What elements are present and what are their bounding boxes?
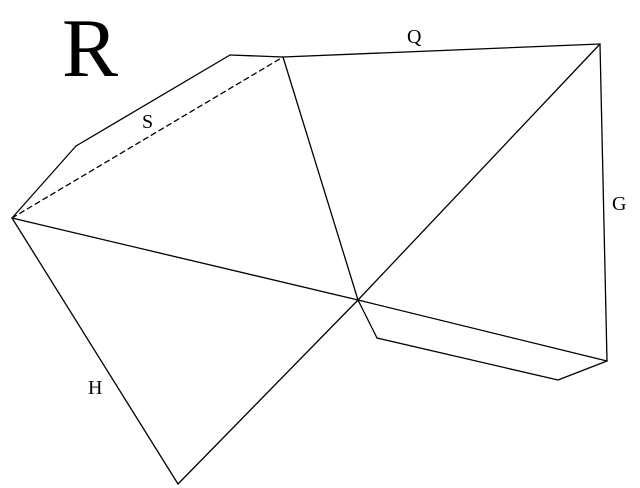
edge-bottom-right-tri bbox=[177, 299, 359, 485]
edge-h bbox=[11, 217, 179, 485]
edge-top-short bbox=[229, 54, 284, 58]
edge-left-diagonal bbox=[11, 217, 359, 301]
label-g: G bbox=[612, 193, 626, 215]
label-h: H bbox=[88, 377, 102, 399]
edge-s-dashed bbox=[11, 56, 284, 219]
title-letter: R bbox=[62, 2, 118, 95]
edge-shelf-inner bbox=[357, 299, 378, 339]
edge-left-upper bbox=[11, 145, 77, 219]
edge-bottom-shelf bbox=[376, 337, 559, 381]
edge-top-left-slope bbox=[75, 54, 231, 147]
edge-center-top-right bbox=[357, 43, 601, 301]
edge-center-bottom-right bbox=[357, 299, 608, 362]
edge-g bbox=[599, 43, 608, 362]
label-s: S bbox=[142, 111, 153, 133]
edge-center-top bbox=[282, 56, 359, 301]
edge-q bbox=[282, 43, 601, 58]
edge-right-lower bbox=[557, 360, 608, 381]
label-q: Q bbox=[407, 26, 422, 48]
